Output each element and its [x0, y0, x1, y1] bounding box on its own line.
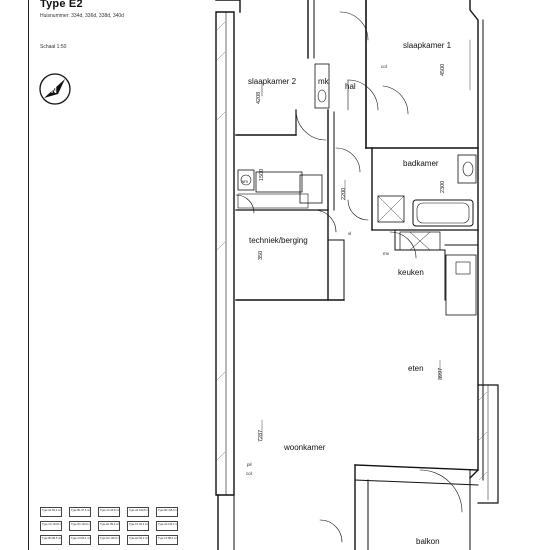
tag-pil: pil: [247, 462, 252, 467]
legend-cell: Type F2 88,0 m²: [156, 535, 178, 545]
legend-cell: Type A1 56,4 m²: [40, 507, 62, 517]
room-label-slaapkamer-1: slaapkamer 1: [403, 41, 452, 50]
legend-cell: Type B1 97,5 m²: [69, 507, 91, 517]
room-label-hal: hal: [345, 82, 356, 91]
north-arrow-icon: N: [39, 73, 71, 105]
legend-cell: Type D1 104,6 m²: [69, 521, 91, 531]
sheet-border-line: [28, 0, 29, 550]
plan-title: Type E2: [40, 0, 83, 10]
legend-cell: Type E1 89,6 m²: [98, 521, 120, 531]
room-label-mk: mk: [318, 77, 330, 86]
tag-wm: wm: [241, 179, 248, 184]
unit-type-legend: Type A1 56,4 m² Type B1 97,5 m² Type C1 93…: [40, 507, 190, 550]
tag-col-2: col: [246, 471, 252, 476]
tag-vl: vl: [348, 231, 351, 236]
dimension-label: 1500: [259, 169, 265, 181]
compass-label: N: [51, 86, 57, 95]
legend-cell: Type E2 92,3 m²: [127, 535, 149, 545]
room-label-keuken: keuken: [398, 268, 424, 277]
legend-cell: Type C1 93,8 m²: [98, 507, 120, 517]
dimension-label: 7287: [258, 430, 264, 442]
legend-cell: Type D2 100,6 m²: [98, 535, 120, 545]
shower: [377, 195, 405, 223]
dimension-label: 3997: [438, 368, 444, 380]
tag-mv: mv: [383, 251, 390, 256]
room-label-woonkamer: woonkamer: [283, 443, 326, 452]
room-label-badkamer: badkamer: [403, 159, 439, 168]
scale-label: Schaal 1:50: [40, 44, 67, 50]
dimension-label: 4500: [440, 64, 446, 76]
room-label-slaapkamer-2: slaapkamer 2: [248, 77, 297, 86]
toilet-room: [314, 63, 330, 109]
room-label-eten: eten: [408, 364, 424, 373]
kitchen-counter: [445, 254, 477, 316]
room-label-balkon: balkon: [416, 537, 440, 546]
dimension-label: 4208: [256, 92, 262, 104]
door-swing: [347, 79, 379, 111]
dimension-label: 2200: [341, 188, 347, 200]
legend-cell: Type C2 123,8 m²: [40, 521, 62, 531]
room-label-techniek-berging: techniek/berging: [249, 236, 308, 245]
legend-cell: Type C3 84,1 m²: [69, 535, 91, 545]
legend-cell: Type B3 98,5 m²: [40, 535, 62, 545]
house-numbers: Huisnummer: 334d, 336d, 338d, 340d: [40, 13, 124, 19]
west-outer-wall: [215, 11, 235, 496]
dimension-label: 2300: [440, 181, 446, 193]
tag-col: col: [381, 64, 387, 69]
dimension-label: 350: [258, 251, 264, 260]
legend-cell: Type A2 100,8 m²: [127, 507, 149, 517]
legend-cell: Type B2 115,5 m²: [156, 507, 178, 517]
legend-cell: Type A3 110,1 m²: [156, 521, 178, 531]
bathtub: [412, 199, 474, 227]
legend-cell: Type F1 93,4 m²: [127, 521, 149, 531]
bathroom-sink: [457, 154, 477, 184]
east-outer-wall: [469, 0, 479, 479]
